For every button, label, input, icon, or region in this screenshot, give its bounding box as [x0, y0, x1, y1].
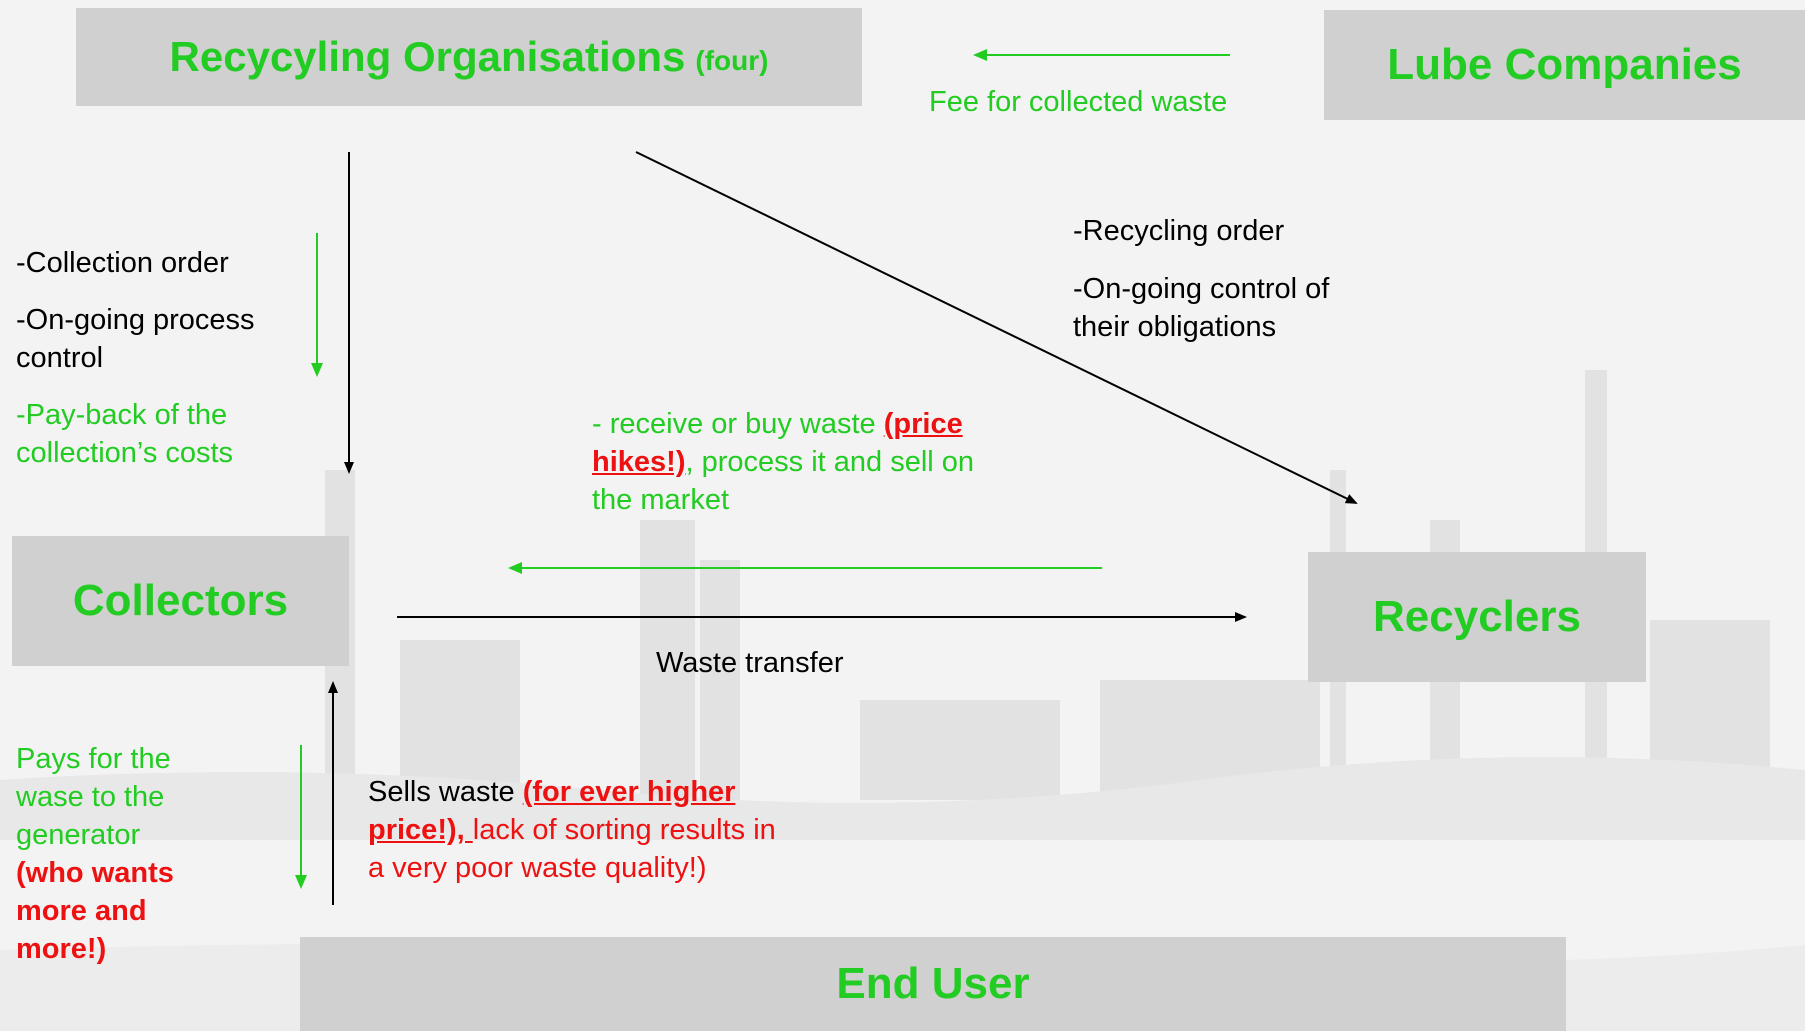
recycling-order-text: -Recycling order	[1073, 215, 1285, 247]
pays-text-1: Pays for the	[16, 743, 171, 775]
recyclers-box: Recyclers	[1308, 552, 1646, 682]
recycling-organisations-count: (four)	[695, 45, 769, 76]
fee-text: Fee for collected waste	[929, 86, 1228, 118]
price-hikes-text-1: (price	[883, 408, 963, 440]
ongoing-control-text-2: their obligations	[1073, 311, 1277, 343]
collection-order-label: -Collection order -On-going process cont…	[16, 244, 255, 472]
fee-label: Fee for collected waste	[929, 83, 1227, 121]
recycling-organisations-title: Recycyling Organisations	[169, 33, 686, 80]
waste-transfer-text: Waste transfer	[656, 647, 844, 679]
end-user-box: End User	[300, 937, 1566, 1031]
receive-text-2b: , process it and sell on	[685, 446, 975, 478]
recycling-organisations-box: Recycyling Organisations (four)	[76, 8, 862, 106]
collectors-box: Collectors	[12, 536, 349, 666]
pays-generator-label: Pays for the wase to the generator (who …	[16, 740, 174, 968]
lube-companies-title: Lube Companies	[1387, 40, 1742, 89]
receive-text-3: the market	[592, 484, 729, 516]
payback-text-1: -Pay-back of the	[16, 399, 228, 431]
sells-text-2a: price!),	[368, 814, 473, 846]
pays-text-5: more and	[16, 895, 147, 927]
waste-transfer-label: Waste transfer	[656, 644, 843, 682]
recyclers-title: Recyclers	[1373, 592, 1581, 641]
payback-text-2: collection’s costs	[16, 437, 234, 469]
sells-text-2b: lack of sorting results in	[472, 814, 776, 846]
receive-text-1a: - receive or buy waste	[592, 408, 884, 440]
pays-text-4: (who wants	[16, 857, 174, 889]
collectors-title: Collectors	[72, 576, 289, 625]
lube-companies-box: Lube Companies	[1324, 10, 1805, 120]
sells-text-1a: Sells waste	[368, 776, 523, 808]
ongoing-control-text-1: -On-going control of	[1073, 273, 1330, 305]
sells-text-3: a very poor waste quality!)	[368, 852, 707, 884]
ongoing-process-text-2: control	[16, 342, 104, 374]
pays-text-2: wase to the	[16, 781, 165, 813]
pays-text-3: generator	[16, 819, 141, 851]
recycling-order-label: -Recycling order -On-going control of th…	[1073, 212, 1329, 346]
end-user-title: End User	[836, 959, 1030, 1008]
sells-waste-label: Sells waste (for ever higher price!), la…	[368, 773, 776, 887]
sells-text-1b: (for ever higher	[522, 776, 736, 808]
collection-order-text: -Collection order	[16, 247, 229, 279]
ongoing-process-text-1: -On-going process	[16, 304, 255, 336]
pays-text-6: more!)	[16, 933, 107, 965]
price-hikes-text-2: hikes!)	[592, 446, 686, 478]
recycling-orgs-to-recyclers-arrow	[635, 151, 1358, 504]
receive-waste-label: - receive or buy waste (price hikes!), p…	[592, 405, 974, 519]
